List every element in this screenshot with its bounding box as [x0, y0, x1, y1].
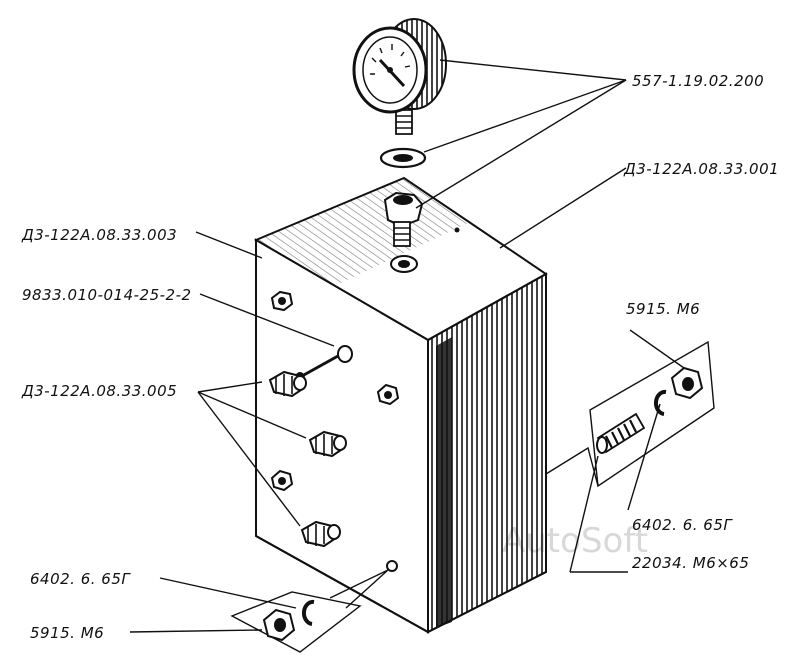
fitting-2	[308, 430, 347, 458]
spring-washer-right	[653, 389, 667, 416]
label-gauge: 557-1.19.02.200	[632, 72, 764, 90]
leader-lines	[129, 59, 685, 633]
label-fittings: Д3-122А.08.33.005	[21, 382, 177, 400]
bottom-hardware-group	[230, 569, 389, 653]
spring-washer-left	[301, 599, 315, 626]
right-hardware-group	[545, 340, 715, 488]
pressure-gauge	[352, 18, 447, 135]
nut-left	[262, 608, 296, 642]
label-body: Д3-122А.08.33.003	[21, 226, 177, 244]
label-nut-right: 5915. М6	[626, 300, 700, 318]
face-nuts	[270, 290, 400, 572]
label-valve: 9833.010-014-25-2-2	[22, 286, 192, 304]
fitting-1	[268, 370, 307, 398]
stud-m6	[596, 412, 646, 454]
label-washer-left: 6402. 6. 65Г	[30, 570, 131, 588]
label-nut-left: 5915. М6	[30, 624, 104, 642]
label-washer-right: 6402. 6. 65Г	[632, 516, 733, 534]
top-fitting	[383, 191, 424, 247]
label-cover: Д3-122А.08.33.001	[623, 160, 779, 178]
fitting-3	[300, 520, 341, 548]
nut-right	[670, 366, 704, 400]
top-port	[390, 227, 460, 273]
gauge-washer	[379, 147, 427, 169]
label-stud-right: 22034. М6×65	[632, 554, 749, 572]
